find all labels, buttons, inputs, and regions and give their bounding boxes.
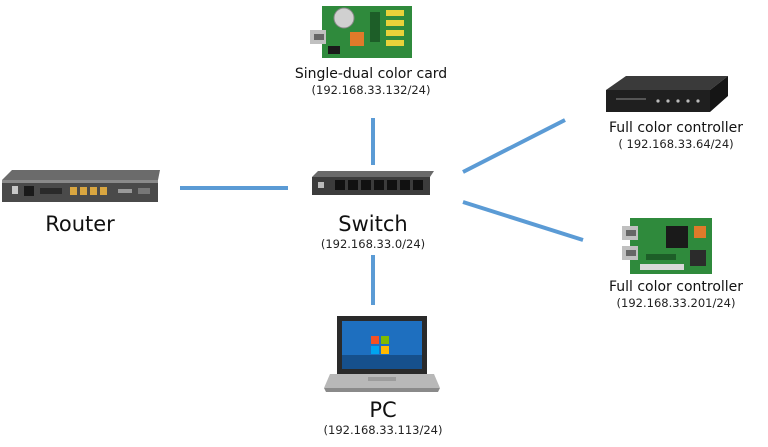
pc-label: PC [369, 398, 397, 422]
laptop-icon [324, 316, 440, 392]
switch-label-group: Switch (192.168.33.0/24) [300, 212, 446, 251]
full-color-controller-1-ip: ( 192.168.33.64/24) [618, 137, 734, 151]
full-color-controller-2-label: Full color controller [608, 279, 744, 295]
link-switch-full-color-controller-1 [462, 118, 566, 174]
pc-label-group: PC (192.168.33.113/24) [300, 398, 466, 437]
switch-ip: (192.168.33.0/24) [320, 237, 426, 251]
full-color-controller-1-label: Full color controller [608, 120, 744, 136]
full-color-controller-2-ip: (192.168.33.201/24) [616, 296, 736, 310]
single-dual-card-label: Single-dual color card [294, 66, 448, 82]
switch-label: Switch [338, 212, 408, 236]
link-switch-full-color-controller-2 [462, 200, 584, 242]
controller-board-icon [622, 218, 712, 274]
full-color-controller-1-label-group: Full color controller ( 192.168.33.64/24… [586, 120, 766, 151]
router-label: Router [45, 212, 115, 236]
controller-card-icon [310, 6, 412, 58]
single-dual-card-ip: (192.168.33.132/24) [311, 83, 431, 97]
single-dual-card-label-group: Single-dual color card (192.168.33.132/2… [268, 66, 474, 97]
full-color-controller-2-label-group: Full color controller (192.168.33.201/24… [586, 279, 766, 310]
pc-ip: (192.168.33.113/24) [323, 423, 443, 437]
controller-box-icon [606, 76, 728, 112]
router-icon [2, 170, 160, 202]
switch-icon [312, 171, 434, 195]
